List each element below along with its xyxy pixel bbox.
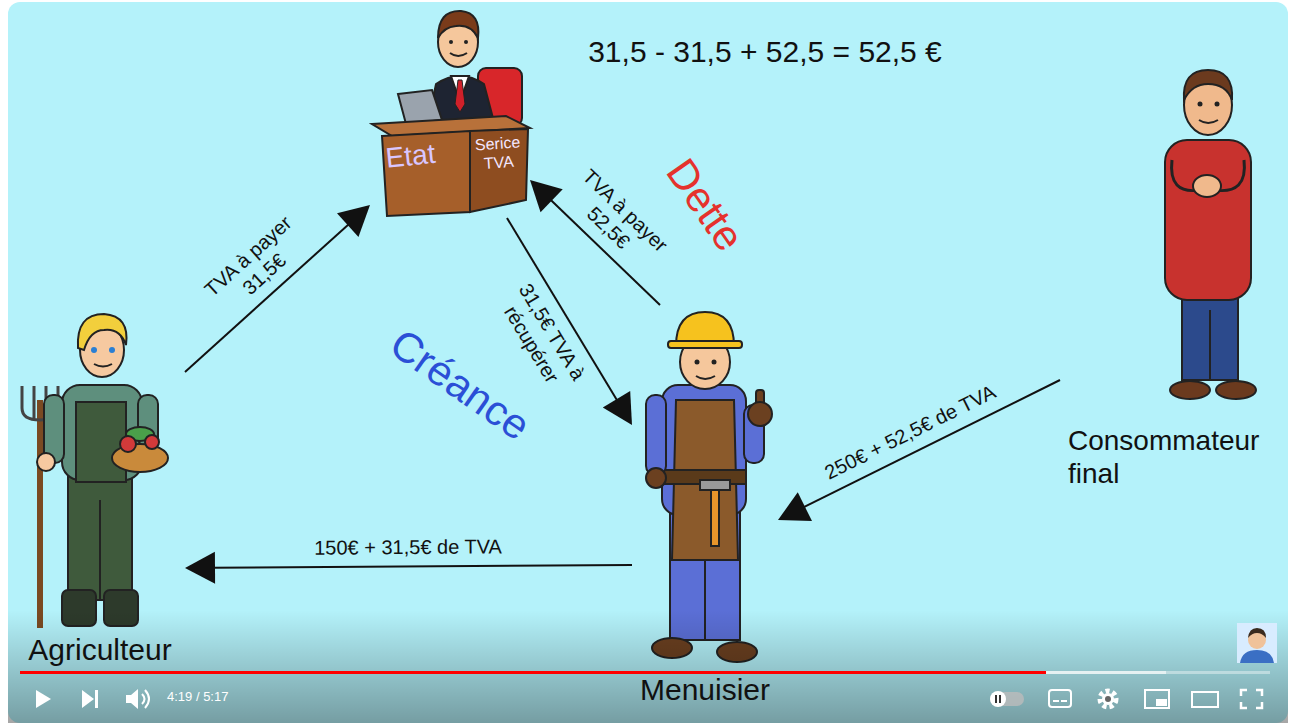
farmer-figure-part bbox=[99, 500, 101, 600]
progress-bar-part bbox=[20, 671, 1166, 674]
arrow-head bbox=[603, 391, 632, 425]
arrow-head bbox=[185, 552, 215, 584]
state-desk: EtatSerice TVA bbox=[370, 5, 530, 218]
desk bbox=[372, 116, 530, 216]
carpenter-figure-part bbox=[646, 395, 666, 475]
arrow-head bbox=[337, 205, 370, 237]
carpenter-figure-part bbox=[668, 341, 742, 348]
player-controls-part bbox=[145, 690, 149, 708]
carpenter-figure-part bbox=[700, 480, 730, 490]
player-controls-part bbox=[1061, 700, 1067, 702]
player-controls-part bbox=[142, 694, 145, 704]
channel-thumbnail-part bbox=[1240, 650, 1274, 663]
player-controls-part bbox=[1100, 691, 1116, 707]
consumer-figure bbox=[1165, 70, 1256, 399]
carpenter-figure-part bbox=[711, 488, 719, 546]
official-figure-part bbox=[449, 40, 453, 44]
player-controls-part bbox=[1192, 692, 1218, 707]
farmer-figure-part bbox=[91, 347, 97, 353]
official-figure-part bbox=[450, 53, 467, 56]
farmer-figure-part bbox=[76, 402, 126, 482]
actor-label: Menuisier bbox=[636, 672, 774, 708]
player-controls-part bbox=[999, 695, 1001, 703]
carpenter-node: Menuisier bbox=[632, 305, 778, 710]
desk-part bbox=[382, 131, 470, 216]
consumer-figure-part bbox=[1215, 102, 1220, 107]
farmer-figure-part bbox=[109, 347, 115, 353]
consumer-figure-part bbox=[1199, 120, 1218, 123]
carpenter-figure-part bbox=[712, 360, 717, 365]
arrow-head bbox=[778, 492, 812, 521]
farmer-figure-part bbox=[37, 400, 43, 628]
player-controls-part bbox=[1053, 700, 1059, 702]
channel-thumbnail-part bbox=[1248, 628, 1266, 638]
player-controls-part bbox=[1241, 690, 1262, 708]
arrow-head bbox=[530, 180, 563, 212]
farmer-figure-part bbox=[145, 435, 159, 449]
consumer-figure-part bbox=[1170, 381, 1210, 399]
farmer-figure-part bbox=[68, 470, 132, 600]
player-controls-part bbox=[1049, 690, 1071, 707]
player-controls-part bbox=[990, 691, 1006, 707]
carpenter-figure-part bbox=[696, 376, 715, 379]
channel-thumbnail bbox=[1237, 623, 1277, 663]
player-controls-part bbox=[1156, 699, 1167, 706]
player-controls-part bbox=[36, 690, 51, 708]
consumer-figure-part bbox=[1182, 290, 1238, 380]
player-shade bbox=[8, 610, 1288, 723]
arrow-line bbox=[211, 565, 632, 568]
consumer-figure-part bbox=[1216, 381, 1256, 399]
player-controls-part bbox=[995, 695, 997, 703]
farmer-node: Agriculteur bbox=[15, 310, 185, 670]
consumer-figure-part bbox=[1165, 140, 1251, 300]
carpenter-figure bbox=[646, 312, 772, 662]
official-figure-part bbox=[455, 80, 465, 112]
official-figure bbox=[398, 11, 522, 126]
player-controls-part bbox=[990, 692, 1024, 706]
player-controls-part bbox=[82, 690, 94, 708]
farmer-figure-part bbox=[94, 364, 112, 367]
farmer-figure-part bbox=[120, 436, 136, 452]
consumer-figure-part bbox=[1193, 175, 1221, 197]
video-time: 4:19 / 5:17 bbox=[167, 690, 228, 705]
carpenter-figure-part bbox=[695, 360, 700, 365]
actor-label: Agriculteur bbox=[19, 632, 181, 668]
carpenter-figure-part bbox=[748, 402, 772, 426]
farmer-figure bbox=[22, 314, 168, 628]
player-controls-part bbox=[1105, 696, 1111, 702]
desk-label: Etat bbox=[384, 134, 461, 175]
player-controls-part bbox=[95, 690, 98, 708]
consumer-figure-part bbox=[1209, 310, 1211, 380]
player-controls-part bbox=[126, 689, 138, 709]
edge-label: 250€ + 52,5€ de TVA bbox=[821, 380, 1000, 485]
official-figure-part bbox=[398, 90, 442, 124]
farmer-figure-part bbox=[78, 314, 127, 350]
flow-arrow bbox=[778, 380, 1060, 521]
desk-label: Serice TVA bbox=[468, 132, 529, 174]
consumer-figure-part bbox=[1184, 70, 1232, 100]
player-controls-part bbox=[1145, 690, 1169, 708]
consumer-node: Consommateur final bbox=[1060, 55, 1282, 495]
equation: 31,5 - 31,5 + 52,5 = 52,5 € bbox=[588, 35, 942, 70]
arrow-line bbox=[801, 380, 1060, 508]
consumer-figure-part bbox=[1198, 102, 1203, 107]
carpenter-figure-part bbox=[646, 468, 666, 488]
progress-bar-part bbox=[20, 671, 1046, 674]
edge-label: TVA à payer 31,5€ bbox=[192, 203, 321, 326]
official-figure-part bbox=[438, 11, 478, 38]
official-figure-part bbox=[464, 40, 468, 44]
player-controls-part bbox=[1102, 693, 1114, 705]
actor-label: Consommateur final bbox=[1068, 424, 1274, 491]
edge-label: 150€ + 31,5€ de TVA bbox=[314, 534, 502, 559]
player-shade-part bbox=[8, 610, 1288, 723]
farmer-figure-part bbox=[37, 453, 55, 471]
channel-thumbnail-part bbox=[1237, 623, 1277, 663]
